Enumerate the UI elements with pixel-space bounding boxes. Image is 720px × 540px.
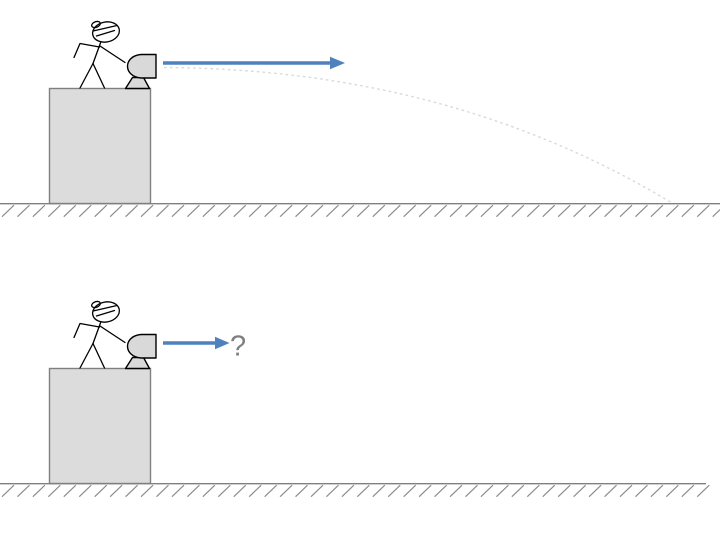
- panel-bottom: ?: [0, 298, 710, 498]
- velocity-arrow-head: [215, 336, 230, 350]
- launcher-figure-bottom: [48, 298, 157, 485]
- panel-top: [0, 18, 720, 218]
- launcher-figure-top: [48, 18, 157, 205]
- velocity-arrow-head: [330, 56, 345, 70]
- trajectory-path: [163, 66, 673, 204]
- velocity-arrow-icon: [163, 336, 230, 350]
- ground-hatching: [1, 484, 710, 498]
- question-mark-label: ?: [230, 331, 246, 363]
- velocity-arrow-icon: [163, 56, 345, 70]
- ground-hatching: [1, 204, 720, 218]
